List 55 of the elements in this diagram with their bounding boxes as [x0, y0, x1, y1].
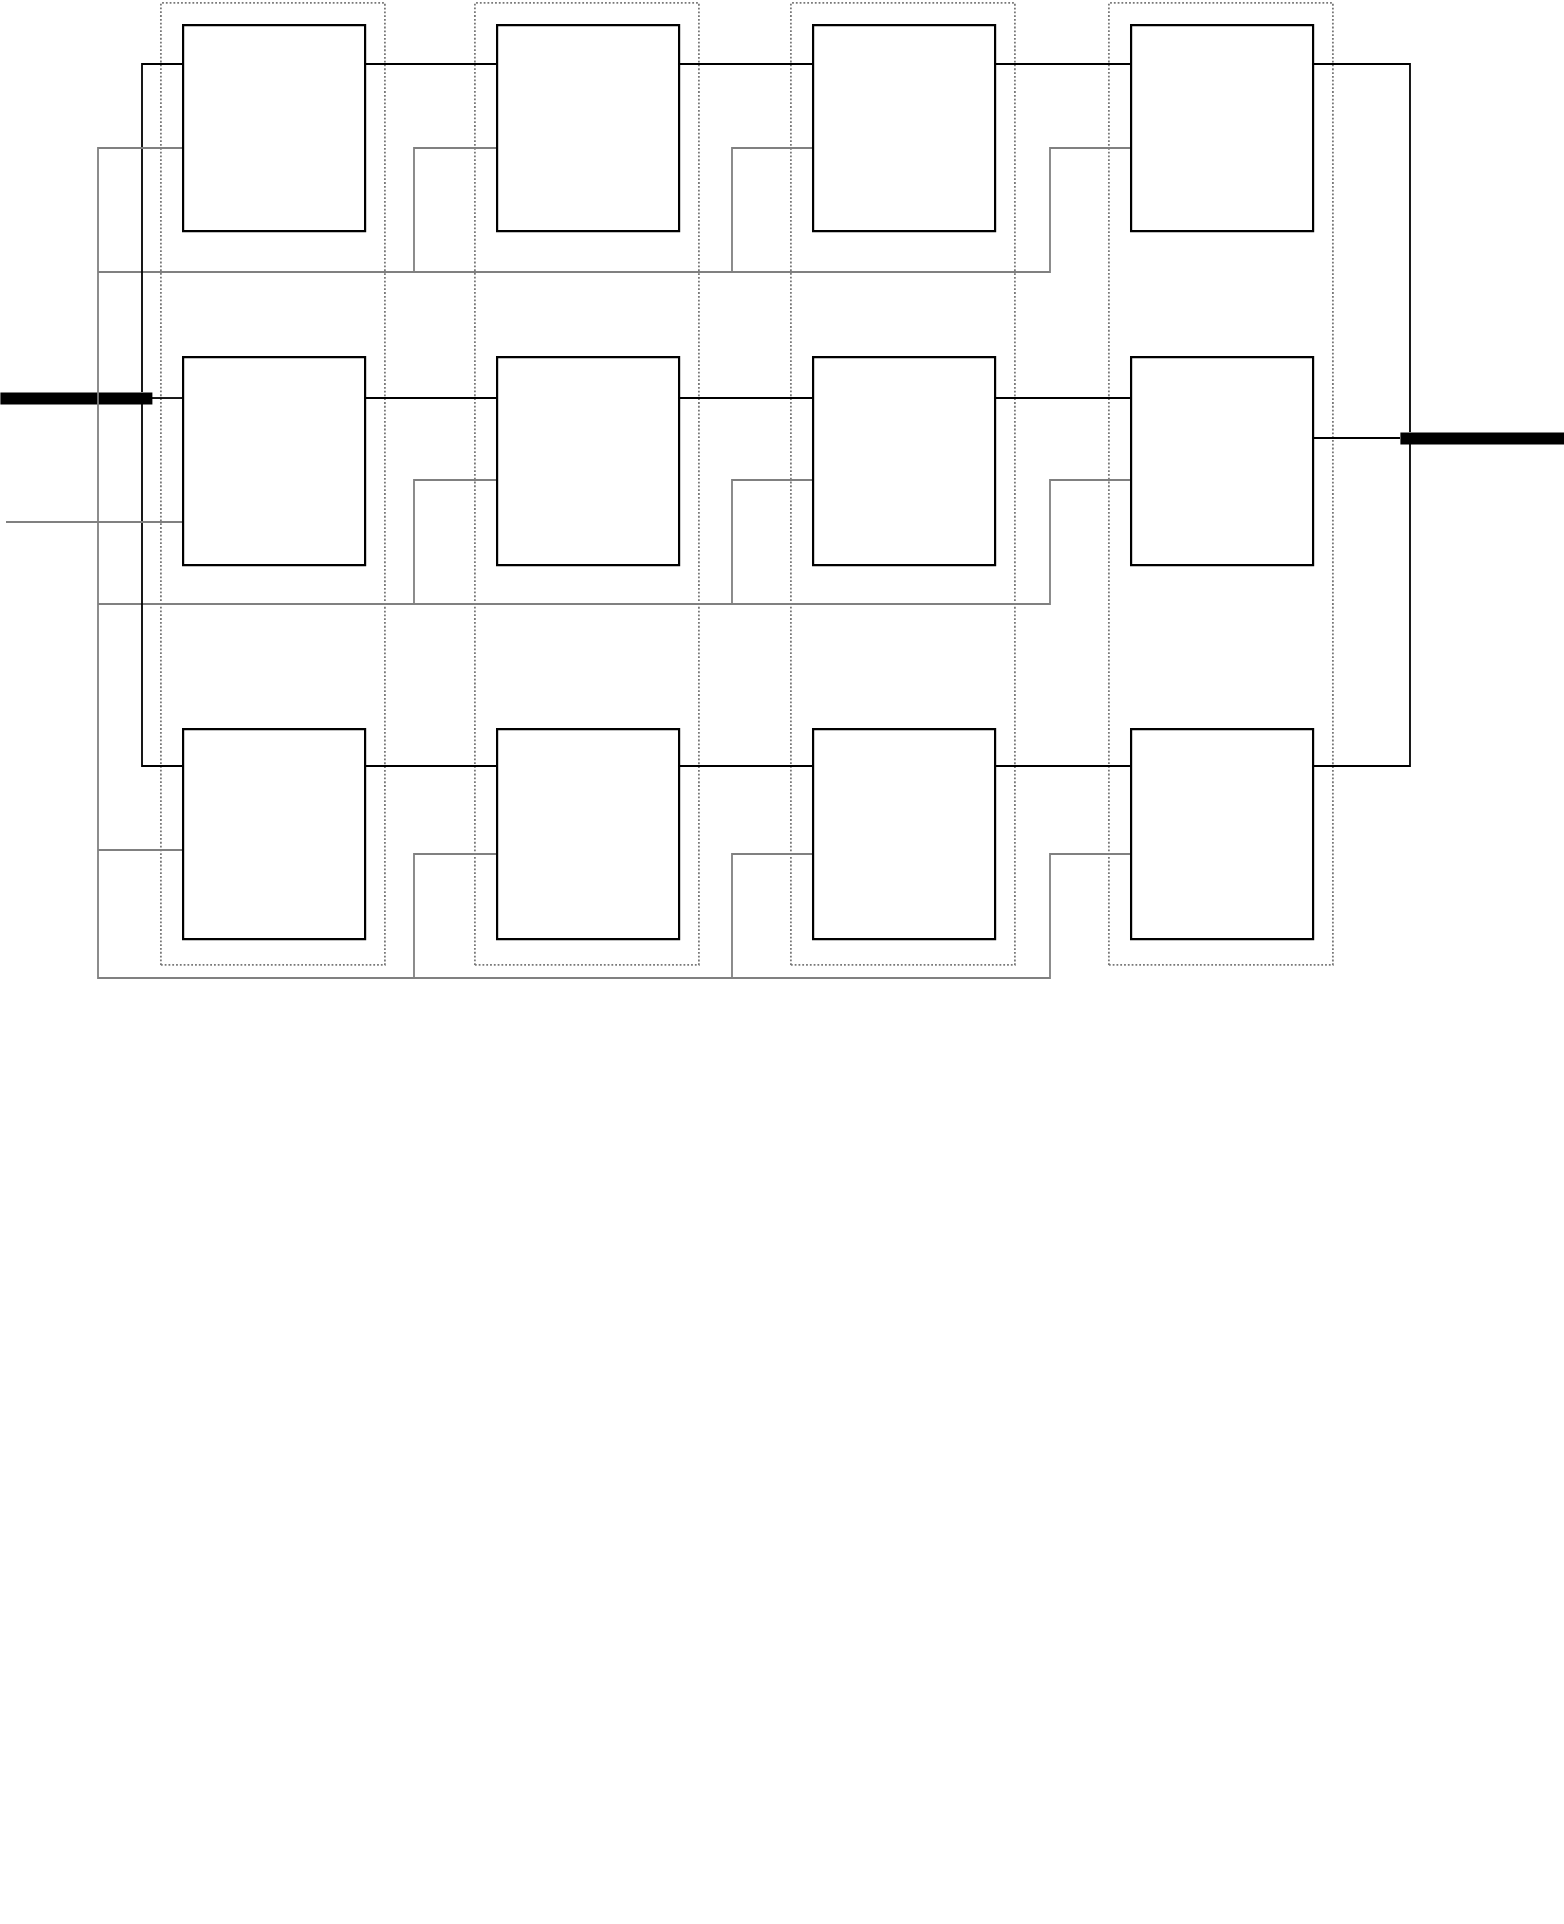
connector	[97, 849, 415, 979]
connector	[731, 147, 813, 273]
block-box	[1130, 728, 1315, 941]
block-box	[496, 24, 681, 233]
connector	[993, 63, 1131, 65]
connector	[97, 603, 99, 851]
connector	[413, 271, 733, 273]
connector	[97, 147, 183, 273]
connector	[731, 479, 1131, 605]
connector	[363, 63, 497, 65]
connector	[97, 603, 415, 605]
connector	[363, 397, 497, 399]
connector	[413, 853, 497, 979]
block-box	[182, 24, 367, 233]
block-box	[496, 728, 681, 941]
connector	[97, 271, 99, 523]
connector	[97, 521, 183, 523]
connector	[1311, 443, 1411, 767]
bus-bar	[1400, 432, 1564, 445]
connector	[1311, 63, 1411, 433]
connector	[151, 397, 183, 399]
connector	[141, 63, 183, 393]
connector	[731, 479, 813, 605]
bus-bar	[0, 392, 153, 405]
connector	[413, 977, 733, 979]
connector	[1311, 437, 1401, 439]
connector	[97, 271, 415, 273]
connector	[677, 765, 813, 767]
connector	[677, 397, 813, 399]
group-frame	[474, 2, 700, 966]
group-frame	[1108, 2, 1334, 966]
connector	[97, 849, 183, 851]
block-box	[1130, 356, 1315, 567]
connector	[677, 63, 813, 65]
connector	[413, 603, 733, 605]
connector	[363, 765, 497, 767]
block-box	[812, 356, 997, 567]
connector	[5, 521, 99, 523]
connector	[731, 147, 1131, 273]
block-box	[812, 728, 997, 941]
block-box	[182, 728, 367, 941]
connector	[731, 853, 813, 979]
block-box	[812, 24, 997, 233]
connector	[413, 147, 497, 273]
connector	[731, 853, 1131, 979]
connector	[993, 397, 1131, 399]
connector	[141, 403, 183, 767]
connector	[97, 521, 99, 605]
group-frame	[160, 2, 386, 966]
connector	[413, 479, 497, 605]
block-box	[496, 356, 681, 567]
block-box	[182, 356, 367, 567]
connector	[993, 765, 1131, 767]
group-frame	[790, 2, 1016, 966]
block-box	[1130, 24, 1315, 233]
